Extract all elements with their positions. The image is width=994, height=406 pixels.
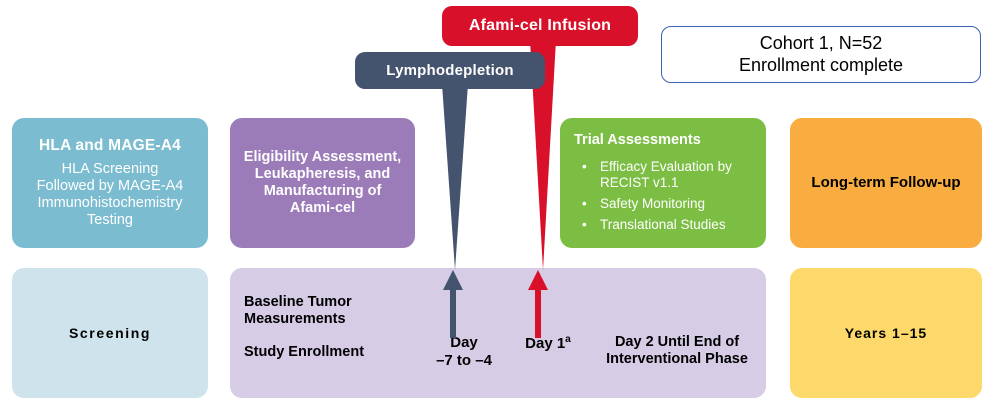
hla-box-line2: Followed by MAGE-A4: [36, 178, 184, 195]
list-item: Translational Studies: [582, 217, 782, 233]
timeline-cell-screening: Screening: [12, 268, 208, 398]
cohort-callout-line2: Enrollment complete: [738, 54, 904, 75]
list-item: Safety Monitoring: [582, 196, 782, 212]
cohort-callout-line1: Cohort 1, N=52: [759, 32, 883, 53]
long-term-followup-label: Long-term Follow-up: [811, 174, 961, 192]
cohort-callout: Cohort 1, N=52 Enrollment complete: [661, 26, 981, 83]
list-item: Efficacy Evaluation by RECIST v1.1: [582, 159, 782, 191]
day2-line2: Interventional Phase: [606, 351, 748, 368]
screening-label: Screening: [68, 324, 152, 341]
hla-box-line1: HLA Screening: [61, 160, 159, 177]
hla-box-line4: Testing: [87, 212, 133, 229]
eligibility-line3: Manufacturing of: [263, 183, 382, 199]
timeline-cell-years: Years 1–15: [790, 268, 982, 398]
trial-assessments-header: Trial Assessments: [574, 132, 701, 148]
day2-line1: Day 2 Until End of: [614, 334, 740, 350]
day-1-footnote-marker: a: [565, 334, 571, 345]
lymphodepletion-up-arrow-icon: [443, 270, 463, 338]
baseline-line1: Baseline Tumor: [244, 294, 352, 310]
infusion-up-arrow-icon: [528, 270, 548, 338]
phase-box-long-term-followup: Long-term Follow-up: [790, 118, 982, 248]
eligibility-line4: Afami-cel: [289, 200, 356, 217]
hla-box-header: HLA and MAGE-A4: [39, 136, 181, 154]
banner-infusion-label: Afami-cel Infusion: [468, 17, 612, 34]
day-minus7-line2: –7 to –4: [436, 352, 492, 369]
eligibility-line2: Leukapheresis, and: [254, 165, 391, 182]
day-minus-7-to-4-label: Day –7 to –4: [418, 334, 510, 370]
eligibility-line1: Eligibility Assessment,: [243, 148, 402, 165]
baseline-line2: Measurements: [244, 311, 346, 328]
baseline-tumor-measurements-label: Baseline Tumor Measurements: [244, 294, 352, 329]
lymphodepletion-funnel: [442, 84, 468, 270]
day-1-text: Day 1: [525, 335, 566, 352]
banner-afami-cel-infusion: Afami-cel Infusion: [442, 6, 638, 46]
banner-lymphodepletion: Lymphodepletion: [355, 52, 545, 89]
afami-cel-infusion-funnel: [530, 40, 556, 270]
phase-box-eligibility: Eligibility Assessment, Leukapheresis, a…: [230, 118, 415, 248]
trial-assessments-list: Efficacy Evaluation by RECIST v1.1 Safet…: [574, 159, 782, 238]
phase-box-hla-mage-a4: HLA and MAGE-A4 HLA Screening Followed b…: [12, 118, 208, 248]
day-2-until-end-label: Day 2 Until End of Interventional Phase: [588, 334, 766, 369]
study-enrollment-label: Study Enrollment: [244, 344, 365, 360]
hla-box-line3: Immunohistochemistry: [37, 195, 183, 212]
day-1-label: Day 1a: [504, 334, 592, 353]
timeline-band: Baseline Tumor Measurements Study Enroll…: [230, 268, 766, 398]
years-label: Years 1–15: [844, 324, 928, 341]
phase-box-trial-assessments: Trial Assessments Efficacy Evaluation by…: [560, 118, 766, 248]
banner-lymphodepletion-label: Lymphodepletion: [386, 62, 514, 79]
day-minus7-line1: Day: [450, 334, 478, 351]
